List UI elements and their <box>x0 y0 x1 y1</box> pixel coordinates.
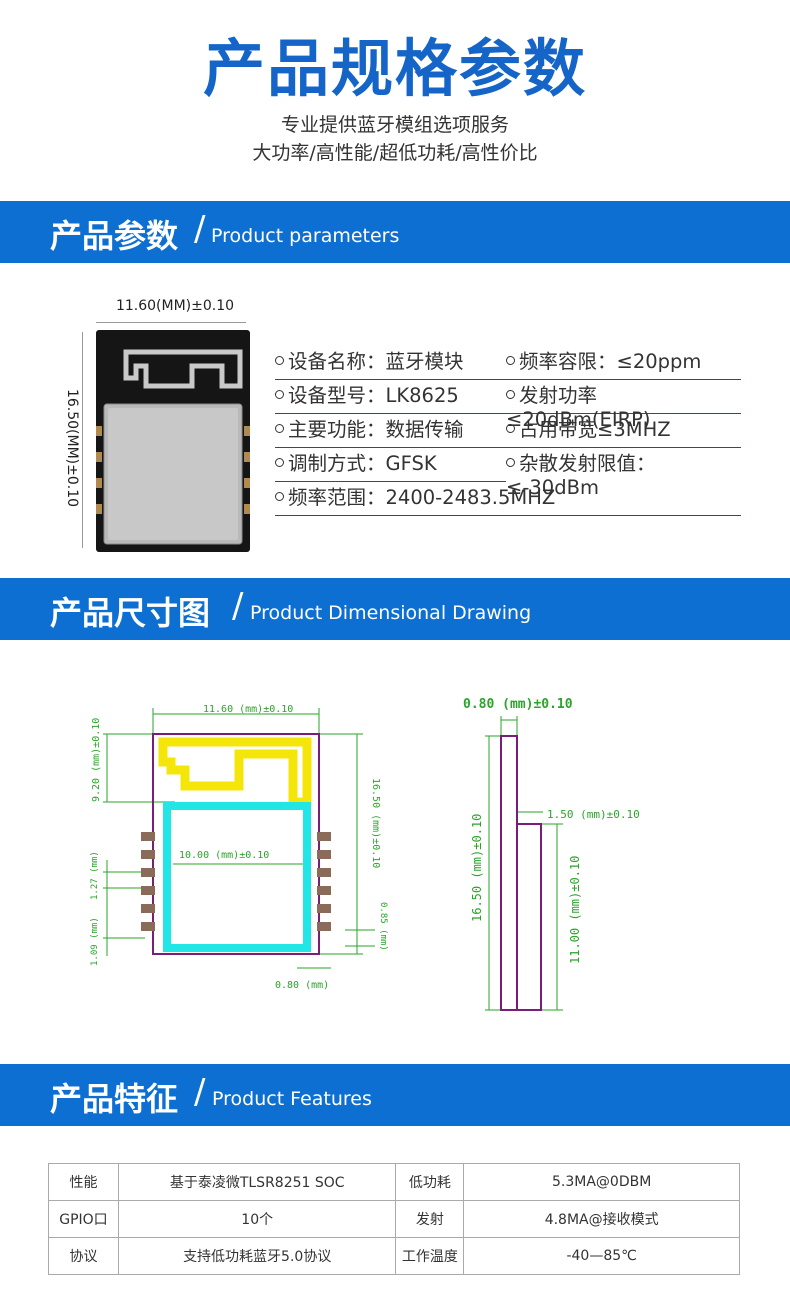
param-row-right-4: 杂散发射限值：≤-30dBm <box>506 452 656 499</box>
dim-side-total-height: 16.50 (mm)±0.10 <box>470 814 484 922</box>
table-cell: -40—85℃ <box>463 1237 740 1275</box>
param-row-left-2: 设备型号：LK8625 <box>275 379 506 414</box>
page-title: 产品规格参数 <box>202 32 587 105</box>
param-row-left-3: 主要功能：数据传输 <box>275 413 506 448</box>
table-cell: GPIO口 <box>48 1200 119 1238</box>
bullet-icon <box>506 424 515 433</box>
module-outline <box>152 733 320 955</box>
table-cell: 工作温度 <box>395 1237 465 1275</box>
pin-pads <box>141 832 331 931</box>
section-header-drawing: 产品尺寸图 / Product Dimensional Drawing <box>0 578 790 640</box>
table-cell: 4.8MA@接收模式 <box>463 1200 740 1238</box>
features-table: 性能 基于泰凌微TLSR8251 SOC 低功耗 5.3MA@0DBM GPIO… <box>48 1163 740 1275</box>
bullet-icon <box>275 458 284 467</box>
height-dimension-line <box>82 332 84 548</box>
dim-antenna-height: 9.20 (mm)±0.10 <box>91 718 102 802</box>
param-row-left-1: 设备名称：蓝牙模块 <box>275 345 506 380</box>
module-photo <box>96 330 250 552</box>
section-title-cn: 产品参数 <box>50 217 179 255</box>
dim-pin-width: 0.80 (mm) <box>275 980 329 991</box>
side-board-outline <box>500 735 518 1011</box>
table-cell: 支持低功耗蓝牙5.0协议 <box>117 1237 397 1275</box>
section-divider-slash: / <box>194 209 206 249</box>
dim-total-height: 16.50 (mm)±0.10 <box>370 778 381 868</box>
table-row: 协议 支持低功耗蓝牙5.0协议 工作温度 -40—85℃ <box>48 1237 740 1275</box>
dim-side-thickness: 0.80 (mm)±0.10 <box>463 697 573 712</box>
section-title-cn: 产品特征 <box>50 1080 179 1118</box>
section-header-features: 产品特征 / Product Features <box>0 1064 790 1126</box>
table-row: 性能 基于泰凌微TLSR8251 SOC 低功耗 5.3MA@0DBM <box>48 1163 740 1201</box>
table-cell: 发射 <box>395 1200 465 1238</box>
param-row-right-1: 频率容限：≤20ppm <box>506 345 741 380</box>
width-dimension-line <box>96 322 246 324</box>
top-view-drawing: 11.60 (mm)±0.10 10.00 (mm)±0.10 0.80 (mm… <box>90 704 388 991</box>
bullet-icon <box>275 492 284 501</box>
bullet-icon <box>275 424 284 433</box>
side-view-drawing: 0.80 (mm)±0.10 1.50 (mm)±0.10 16.50 (mm)… <box>463 697 640 1011</box>
table-cell: 5.3MA@0DBM <box>463 1163 740 1201</box>
section-divider-slash: / <box>194 1072 206 1112</box>
section-divider-slash: / <box>232 586 244 626</box>
side-dimension-lines <box>485 716 563 1011</box>
table-row: GPIO口 10个 发射 4.8MA@接收模式 <box>48 1200 740 1238</box>
width-dimension-label: 11.60(MM)±0.10 <box>115 298 235 314</box>
dim-side-shield: 1.50 (mm)±0.10 <box>547 808 640 821</box>
dim-pin-offset: 1.09 (mm) <box>90 917 100 966</box>
module-pads <box>96 426 250 514</box>
dim-pin-pitch: 1.27 (mm) <box>90 851 100 900</box>
dim-shield-width: 10.00 (mm)±0.10 <box>179 850 269 861</box>
param-row-left-5: 频率范围：2400-2483.5MHZ <box>275 481 741 516</box>
param-row-right-2: 发射功率≤20dBm(EIRP) <box>506 379 741 431</box>
table-cell: 协议 <box>48 1237 119 1275</box>
section-title-en: Product parameters <box>211 225 400 247</box>
table-cell: 低功耗 <box>395 1163 465 1201</box>
section-title-en: Product Dimensional Drawing <box>250 602 532 624</box>
table-cell: 性能 <box>48 1163 119 1201</box>
dim-pin-margin: 0.85 (mm) <box>378 902 388 951</box>
subtitle-line-1: 专业提供蓝牙模组选项服务 <box>280 114 509 136</box>
table-cell: 10个 <box>117 1200 397 1238</box>
bullet-icon <box>506 356 515 365</box>
dim-side-shield-height: 11.00 (mm)±0.10 <box>568 856 582 964</box>
table-cell: 基于泰凌微TLSR8251 SOC <box>117 1163 397 1201</box>
bullet-icon <box>275 356 284 365</box>
param-row-left-4: 调制方式：GFSK <box>275 447 506 482</box>
side-shield-outline <box>516 823 542 1011</box>
shield-outline <box>163 802 311 952</box>
subtitle-line-2: 大功率/高性能/超低功耗/高性价比 <box>252 142 538 164</box>
param-row-right-3: 占用带宽≤3MHZ <box>506 413 741 448</box>
section-header-params: 产品参数 / Product parameters <box>0 201 790 263</box>
antenna-trace <box>123 349 243 389</box>
section-title-en: Product Features <box>212 1088 372 1110</box>
bullet-icon <box>506 390 515 399</box>
bullet-icon <box>275 390 284 399</box>
bullet-icon <box>506 458 515 467</box>
dim-top-width: 11.60 (mm)±0.10 <box>203 704 293 715</box>
section-title-cn: 产品尺寸图 <box>50 594 211 632</box>
antenna-outline <box>158 737 312 807</box>
shield-can-top <box>108 408 238 540</box>
